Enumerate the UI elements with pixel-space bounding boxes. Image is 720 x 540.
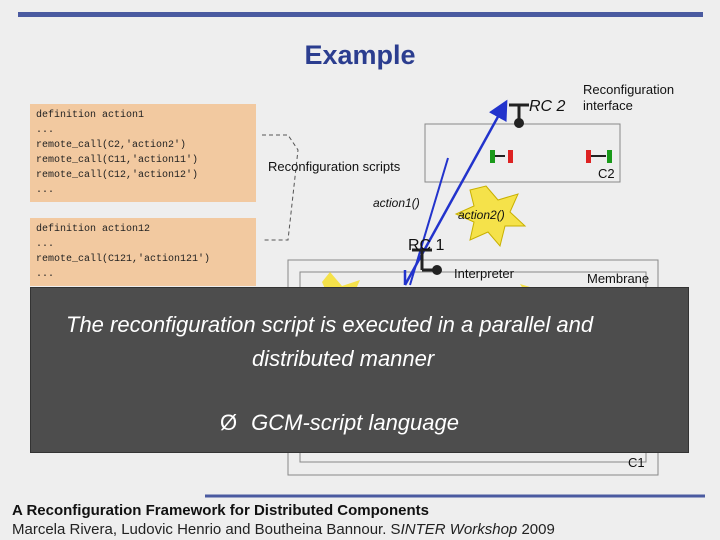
code-line: remote_call(C121,'action121') bbox=[36, 254, 211, 265]
code-block-action1: definition action1 ... remote_call(C2,'a… bbox=[30, 104, 256, 202]
top-accent-bar bbox=[18, 12, 703, 17]
code-line: remote_call(C12,'action12') bbox=[36, 170, 199, 181]
overlay-line-2: distributed manner bbox=[252, 346, 435, 371]
code-line: ... bbox=[36, 269, 55, 280]
c2-green-connector-left bbox=[490, 150, 495, 163]
code-line: ... bbox=[36, 125, 55, 136]
code-line: remote_call(C2,'action2') bbox=[36, 140, 187, 151]
footer-citation: Marcela Rivera, Ludovic Henrio and Bouth… bbox=[12, 521, 555, 538]
c2-red-connector-right bbox=[586, 150, 591, 163]
bullet-arrow-icon: Ø bbox=[220, 410, 238, 435]
rc1-label: RC 1 bbox=[408, 237, 445, 254]
c1-label: C1 bbox=[628, 455, 645, 470]
reconfiguration-interface-label: Reconfiguration interface bbox=[583, 82, 675, 113]
overlay-line-1: The reconfiguration script is executed i… bbox=[66, 312, 594, 337]
interpreter-label: Interpreter bbox=[454, 266, 514, 281]
overlay-text: The reconfiguration script is executed i… bbox=[66, 308, 666, 376]
code-block-action12: definition action12 ... remote_call(C121… bbox=[30, 218, 256, 286]
action1-label: action1() bbox=[373, 196, 420, 210]
c2-red-connector-left bbox=[508, 150, 513, 163]
c2-green-connector-right bbox=[607, 150, 612, 163]
reconfiguration-scripts-label: Reconfiguration scripts bbox=[268, 159, 401, 174]
footer-title: A Reconfiguration Framework for Distribu… bbox=[12, 502, 429, 519]
code-line: remote_call(C11,'action11') bbox=[36, 155, 199, 166]
rc2-knob bbox=[514, 118, 524, 128]
rc2-label: RC 2 bbox=[529, 98, 566, 115]
footer-year: 2009 bbox=[517, 521, 555, 538]
membrane-label: Membrane bbox=[587, 271, 650, 286]
footer-event: INTER Workshop bbox=[400, 521, 518, 538]
overlay-callout bbox=[30, 287, 689, 453]
code-line: ... bbox=[36, 239, 55, 250]
action2-label: action2() bbox=[458, 208, 505, 222]
overlay-bullet: Ø GCM-script language bbox=[220, 410, 459, 436]
c2-label: C2 bbox=[598, 166, 615, 181]
code-line: definition action12 bbox=[36, 224, 151, 235]
rc1-to-c2-line bbox=[409, 157, 449, 286]
scripts-brace bbox=[262, 134, 299, 241]
code-line: definition action1 bbox=[36, 110, 145, 121]
footer-authors: Marcela Rivera, Ludovic Henrio and Bouth… bbox=[12, 521, 401, 538]
action2-burst bbox=[454, 185, 527, 248]
slide-title: Example bbox=[304, 40, 416, 70]
code-line: ... bbox=[36, 185, 55, 196]
bullet-text: GCM-script language bbox=[251, 410, 459, 435]
